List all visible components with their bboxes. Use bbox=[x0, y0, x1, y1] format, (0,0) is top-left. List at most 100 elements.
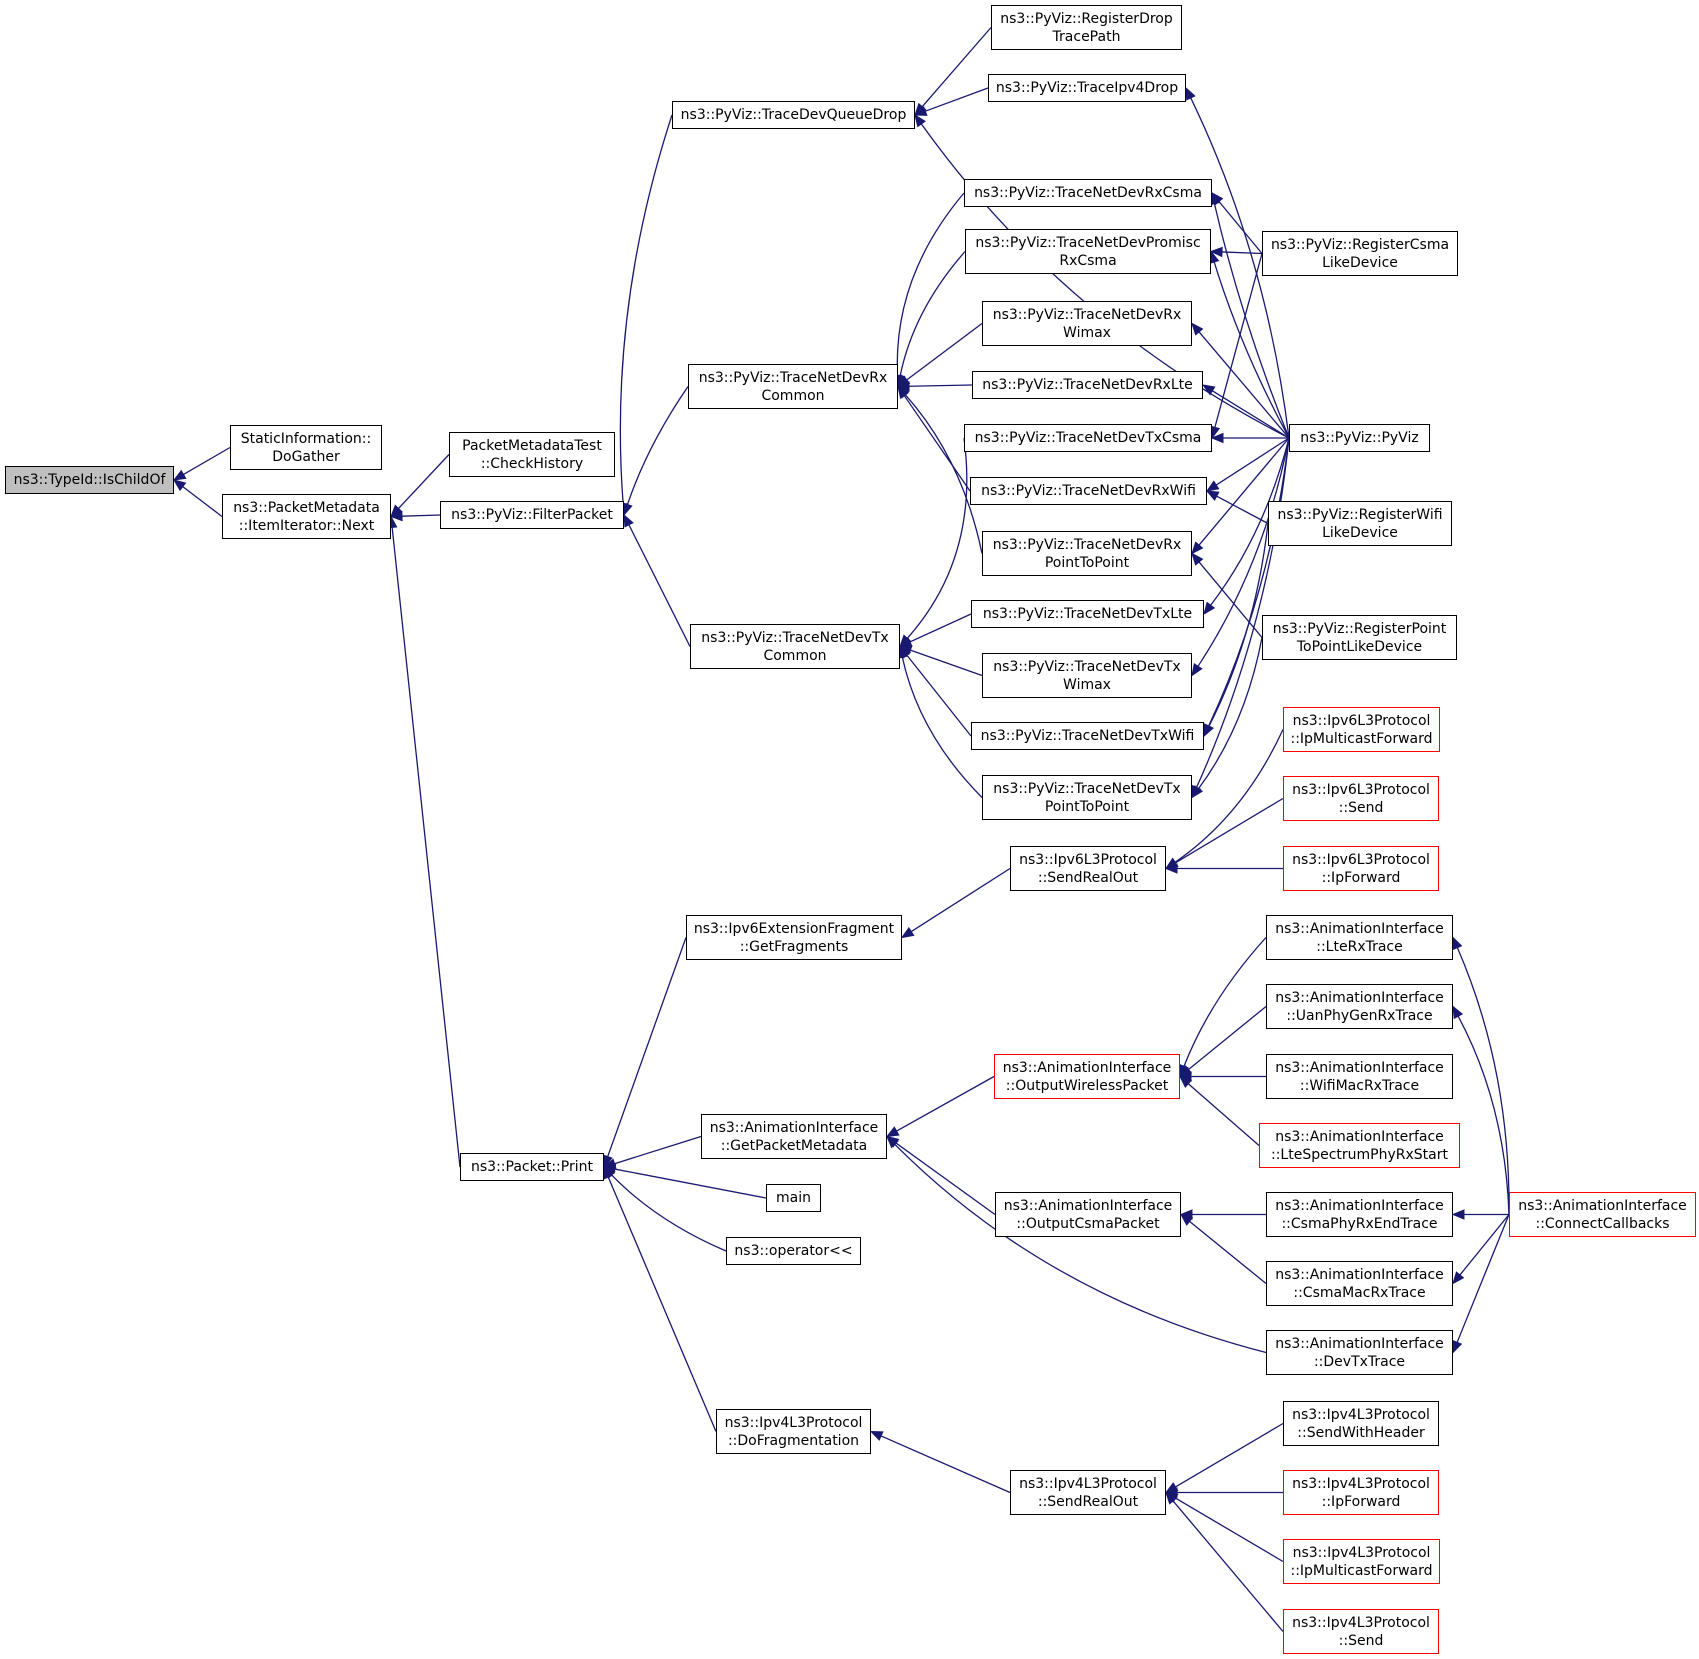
node-rxlte[interactable]: ns3::PyViz::TraceNetDevRxLte bbox=[972, 371, 1203, 399]
edge-lterx-to-outwireless bbox=[1183, 937, 1267, 1067]
node-label: ::DoFragmentation bbox=[727, 1432, 860, 1449]
node-label: LikeDevice bbox=[1322, 524, 1398, 541]
arrowhead-connectcb-to-lterx bbox=[1452, 936, 1463, 951]
node-ipv4send[interactable]: ns3::Ipv4L3Protocol::Send bbox=[1283, 1609, 1439, 1654]
node-devtx[interactable]: ns3::AnimationInterface::DevTxTrace bbox=[1266, 1330, 1453, 1375]
node-connectcb[interactable]: ns3::AnimationInterface::ConnectCallback… bbox=[1509, 1192, 1696, 1237]
node-opout[interactable]: ns3::operator<< bbox=[726, 1237, 861, 1265]
node-root[interactable]: ns3::TypeId::IsChildOf bbox=[5, 466, 174, 494]
node-ipv4sendhdr[interactable]: ns3::Ipv4L3Protocol::SendWithHeader bbox=[1283, 1401, 1439, 1446]
node-label: ns3::Ipv4L3Protocol bbox=[724, 1414, 863, 1431]
node-devqueuedrop[interactable]: ns3::PyViz::TraceDevQueueDrop bbox=[672, 101, 915, 129]
node-label: ns3::PyViz::TraceNetDevRx bbox=[992, 536, 1182, 553]
node-pyviz[interactable]: ns3::PyViz::PyViz bbox=[1289, 424, 1430, 452]
node-ipv6extfrag[interactable]: ns3::Ipv6ExtensionFragment::GetFragments bbox=[686, 915, 902, 960]
edge-ipv4send-to-ipv4sendreal bbox=[1172, 1500, 1284, 1632]
node-outwireless[interactable]: ns3::AnimationInterface::OutputWirelessP… bbox=[994, 1054, 1180, 1099]
node-label: ::IpMulticastForward bbox=[1290, 1562, 1433, 1579]
arrowhead-rxlte-to-rxcommon bbox=[896, 381, 910, 392]
node-label: ns3::PyViz::RegisterPoint bbox=[1272, 620, 1447, 637]
node-ipv4mcast[interactable]: ns3::Ipv4L3Protocol::IpMulticastForward bbox=[1283, 1539, 1440, 1584]
node-csmamac[interactable]: ns3::AnimationInterface::CsmaMacRxTrace bbox=[1266, 1261, 1453, 1306]
node-label: ns3::PyViz::TraceNetDevTx bbox=[993, 780, 1181, 797]
node-getpktmeta[interactable]: ns3::AnimationInterface::GetPacketMetada… bbox=[701, 1114, 887, 1159]
node-label: ns3::AnimationInterface bbox=[1275, 920, 1444, 937]
node-csmaphy[interactable]: ns3::AnimationInterface::CsmaPhyRxEndTra… bbox=[1266, 1192, 1453, 1237]
edge-txcommon-to-filterpacket bbox=[628, 524, 691, 647]
node-ipv4fwd[interactable]: ns3::Ipv4L3Protocol::IpForward bbox=[1283, 1470, 1439, 1515]
node-label: ns3::AnimationInterface bbox=[709, 1119, 879, 1136]
node-wifimacrx[interactable]: ns3::AnimationInterface::WifiMacRxTrace bbox=[1266, 1054, 1453, 1099]
arrowhead-ipv4drop-to-devqueuedrop bbox=[913, 106, 928, 116]
edge-regdrop-to-devqueuedrop bbox=[921, 27, 992, 108]
node-staticinfo[interactable]: StaticInformation::DoGather bbox=[230, 425, 382, 470]
node-label: ns3::AnimationInterface bbox=[1275, 989, 1444, 1006]
node-label: ns3::PyViz::TraceNetDevTx bbox=[701, 629, 889, 646]
arrowhead-rxp2p-to-rxcommon bbox=[897, 385, 910, 399]
edge-txwifi-to-txcommon bbox=[906, 654, 972, 737]
edge-ipv6sendreal-to-ipv6extfrag bbox=[910, 867, 1011, 933]
edge-pyviz-to-rxp2p bbox=[1198, 437, 1290, 546]
node-label: ns3::AnimationInterface bbox=[1275, 1197, 1444, 1214]
node-ipv6sendreal[interactable]: ns3::Ipv6L3Protocol::SendRealOut bbox=[1010, 846, 1166, 891]
edge-devtx-to-getpktmeta bbox=[894, 1143, 1267, 1354]
edge-ipv4mcast-to-ipv4sendreal bbox=[1175, 1497, 1284, 1563]
node-pmtest[interactable]: PacketMetadataTest::CheckHistory bbox=[449, 432, 615, 477]
arrowhead-regwifi-to-rxwifi bbox=[1205, 490, 1220, 502]
node-label: ns3::Ipv4L3Protocol bbox=[1292, 1406, 1430, 1423]
node-lterx[interactable]: ns3::AnimationInterface::LteRxTrace bbox=[1266, 915, 1453, 960]
node-txcsma[interactable]: ns3::PyViz::TraceNetDevTxCsma bbox=[964, 424, 1212, 452]
edge-txp2p-to-txcommon bbox=[901, 657, 983, 798]
node-uanrx[interactable]: ns3::AnimationInterface::UanPhyGenRxTrac… bbox=[1266, 984, 1453, 1029]
node-itemiter[interactable]: ns3::PacketMetadata::ItemIterator::Next bbox=[222, 494, 391, 539]
arrowhead-ipv4send-to-ipv4sendreal bbox=[1165, 1491, 1178, 1505]
edge-pyviz-to-rxcsma bbox=[1213, 203, 1290, 439]
node-label: ns3::PyViz::PyViz bbox=[1300, 430, 1419, 446]
edge-filterpacket-to-itemiter bbox=[401, 514, 441, 517]
node-rxcsma[interactable]: ns3::PyViz::TraceNetDevRxCsma bbox=[964, 179, 1212, 207]
node-ipv4drop[interactable]: ns3::PyViz::TraceIpv4Drop bbox=[988, 74, 1186, 102]
arrowhead-pyviz-to-txwimax bbox=[1191, 663, 1203, 677]
edge-rxp2p-to-rxcommon bbox=[904, 394, 983, 554]
edge-txwimax-to-txcommon bbox=[910, 649, 983, 677]
node-label: ns3::AnimationInterface bbox=[1518, 1197, 1687, 1214]
node-main[interactable]: main bbox=[766, 1184, 821, 1212]
node-label: ::OutputWirelessPacket bbox=[1005, 1077, 1169, 1094]
arrowhead-connectcb-to-uanrx bbox=[1452, 1005, 1464, 1020]
edge-staticinfo-to-root bbox=[183, 446, 231, 476]
node-label: ns3::Ipv4L3Protocol bbox=[1292, 1544, 1431, 1561]
node-ipv4dofrag[interactable]: ns3::Ipv4L3Protocol::DoFragmentation bbox=[716, 1409, 871, 1454]
node-txwifi[interactable]: ns3::PyViz::TraceNetDevTxWifi bbox=[971, 722, 1204, 750]
arrowhead-pyviz-to-rxp2p bbox=[1191, 541, 1204, 555]
node-outcsma[interactable]: ns3::AnimationInterface::OutputCsmaPacke… bbox=[995, 1192, 1181, 1237]
edge-connectcb-to-csmamac bbox=[1459, 1214, 1510, 1276]
arrowhead-outwireless-to-getpktmeta bbox=[885, 1126, 900, 1138]
node-filterpacket[interactable]: ns3::PyViz::FilterPacket bbox=[440, 501, 624, 529]
node-rxwifi[interactable]: ns3::PyViz::TraceNetDevRxWifi bbox=[970, 477, 1207, 505]
node-ipv6fwd[interactable]: ns3::Ipv6L3Protocol::IpForward bbox=[1283, 846, 1439, 891]
arrowhead-pyviz-to-rxlte bbox=[1201, 384, 1216, 396]
edge-ltespec-to-outwireless bbox=[1187, 1083, 1260, 1146]
node-label: Wimax bbox=[1063, 324, 1111, 341]
node-ipv6mcast[interactable]: ns3::Ipv6L3Protocol::IpMulticastForward bbox=[1283, 707, 1440, 752]
node-packetprint[interactable]: ns3::Packet::Print bbox=[460, 1153, 604, 1181]
node-ipv6send[interactable]: ns3::Ipv6L3Protocol::Send bbox=[1283, 776, 1439, 821]
node-txlte[interactable]: ns3::PyViz::TraceNetDevTxLte bbox=[971, 600, 1204, 628]
node-ipv4sendreal[interactable]: ns3::Ipv4L3Protocol::SendRealOut bbox=[1010, 1470, 1166, 1515]
edge-outcsma-to-getpktmeta bbox=[895, 1142, 996, 1216]
arrowhead-txcommon-to-filterpacket bbox=[623, 513, 634, 528]
node-ltespec[interactable]: ns3::AnimationInterface::LteSpectrumPhyR… bbox=[1259, 1123, 1460, 1168]
